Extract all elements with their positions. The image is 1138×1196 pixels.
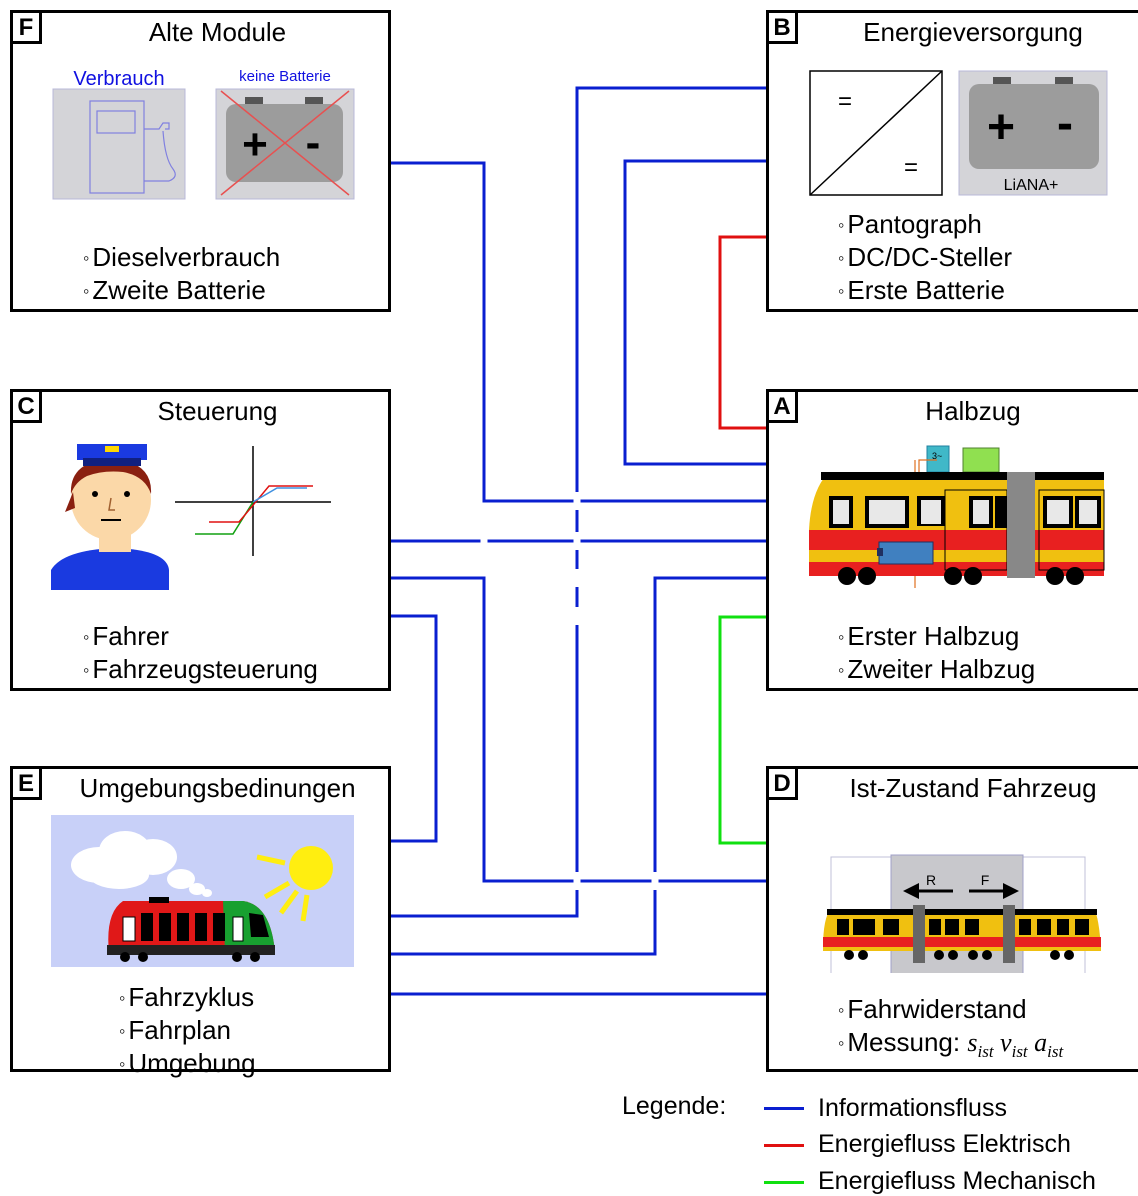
legend-label: Energiefluss Elektrisch	[818, 1130, 1071, 1158]
dcdc-converter-icon: = =	[809, 70, 943, 196]
driver-icon	[51, 444, 169, 590]
fuel-pump-icon	[89, 100, 176, 194]
box-letter: A	[766, 389, 798, 423]
box-alte-module: F Alte Module Verbrauch keine Batterie +…	[10, 10, 391, 312]
box-halbzug: A Halbzug 3~	[766, 389, 1138, 691]
bullet-list: Fahrwiderstand Messung: sist vist aist	[838, 993, 1063, 1068]
bullet-list: Pantograph DC/DC-Steller Erste Batterie	[838, 208, 1012, 307]
box-ist-zustand-fahrzeug: D Ist-Zustand Fahrzeug R F	[766, 766, 1138, 1072]
box-letter: D	[766, 766, 798, 800]
measurement-item: Messung: sist vist aist	[838, 1026, 1063, 1068]
flow-line-f-a	[388, 161, 766, 503]
control-characteristic-icon	[175, 446, 331, 556]
svg-text:=: =	[904, 154, 918, 181]
flow-line-a-e	[388, 576, 766, 956]
flow-line-b-a-electrical	[718, 235, 766, 430]
bullet-item: Erste Batterie	[838, 274, 1012, 307]
svg-text:-: -	[306, 118, 321, 167]
box-letter: C	[10, 389, 42, 423]
measure-sub: ist	[1047, 1042, 1064, 1062]
box-title: Alte Module	[148, 17, 287, 47]
measure-var: a	[1034, 1028, 1048, 1057]
flow-line-c-d	[388, 576, 766, 883]
box-title: Energieversorgung	[863, 17, 1083, 47]
svg-text:3~: 3~	[932, 451, 942, 461]
steuerung-illustration	[51, 444, 331, 590]
bullet-item: Fahrzeugsteuerung	[83, 653, 317, 686]
bullet-item: Zweiter Halbzug	[838, 653, 1035, 686]
box-letter: E	[10, 766, 42, 800]
tram-icon: 3~	[809, 445, 1105, 588]
box-title: Steuerung	[157, 396, 278, 426]
direction-arrows-icon	[903, 883, 1019, 899]
bullet-item: DC/DC-Steller	[838, 241, 1012, 274]
box-steuerung: C Steuerung Fahrer Fahrzeugsteuerung	[10, 389, 391, 691]
bullet-item: Fahrplan	[119, 1014, 256, 1047]
bullet-item: Fahrwiderstand	[838, 993, 1063, 1026]
liana-battery-icon: + - LiANA+	[958, 70, 1108, 196]
box-letter: B	[766, 10, 798, 44]
bullet-list: Fahrer Fahrzeugsteuerung	[83, 620, 318, 686]
legend-label: Informationsfluss	[818, 1094, 1007, 1122]
box-title: Umgebungsbedinungen	[79, 773, 356, 803]
flow-line-b-a	[623, 159, 766, 466]
legend-swatch-information	[764, 1107, 804, 1110]
svg-text:F: F	[981, 872, 990, 888]
keine-batterie-label: keine Batterie	[239, 68, 331, 85]
box-letter: F	[10, 10, 42, 44]
box-energieversorgung: B Energieversorgung = = + - LiANA+ Panto…	[766, 10, 1138, 312]
bullet-list: Erster Halbzug Zweiter Halbzug	[838, 620, 1035, 686]
bullet-item: Pantograph	[838, 208, 1012, 241]
legend-swatch-mechanical	[764, 1181, 804, 1184]
svg-text:+: +	[987, 101, 1015, 154]
verbrauch-label: Verbrauch	[73, 68, 164, 90]
halbzug-tram-illustration: 3~	[809, 445, 1105, 588]
cloud-icon	[71, 831, 212, 897]
train-icon	[823, 905, 1101, 963]
svg-text:+: +	[242, 120, 268, 169]
ist-zustand-illustration: R F	[823, 854, 1101, 973]
measure-label: Messung:	[847, 1027, 961, 1057]
bullet-item: Erster Halbzug	[838, 620, 1035, 653]
box-title: Ist-Zustand Fahrzeug	[849, 773, 1097, 803]
legend-swatch-electrical	[764, 1144, 804, 1147]
box-title: Halbzug	[925, 396, 1021, 426]
box-umgebungsbedingungen: E Umgebungsbedinungen	[10, 766, 391, 1078]
energieversorgung-illustration: = = + - LiANA+	[809, 70, 1108, 196]
bullet-item: Umgebung	[119, 1047, 255, 1080]
svg-text:LiANA+: LiANA+	[1004, 177, 1059, 194]
svg-text:-: -	[1057, 97, 1073, 150]
flow-line-a-d-mechanical	[718, 615, 766, 845]
bullet-item: Zweite Batterie	[83, 274, 280, 307]
svg-text:R: R	[926, 872, 936, 888]
measure-sub: ist	[1011, 1042, 1028, 1062]
legend-title: Legende:	[622, 1092, 727, 1120]
alte-module-illustration: Verbrauch keine Batterie + -	[52, 68, 355, 200]
bullet-item: Fahrzyklus	[119, 981, 256, 1014]
train-icon	[107, 897, 275, 962]
sun-icon	[256, 846, 333, 922]
svg-text:=: =	[838, 88, 852, 115]
measure-var: s	[967, 1028, 978, 1057]
legend-label: Energiefluss Mechanisch	[818, 1167, 1096, 1195]
flow-line-c-e	[388, 614, 438, 843]
bullet-list: Dieselverbrauch Zweite Batterie	[83, 241, 280, 307]
measure-var: v	[1000, 1028, 1012, 1057]
bullet-list: Fahrzyklus Fahrplan Umgebung	[119, 981, 256, 1080]
crossed-battery-icon: + -	[220, 90, 350, 196]
umgebung-illustration	[51, 815, 354, 967]
bullet-item: Fahrer	[83, 620, 318, 653]
bullet-item: Dieselverbrauch	[83, 241, 280, 274]
measure-sub: ist	[977, 1042, 994, 1062]
